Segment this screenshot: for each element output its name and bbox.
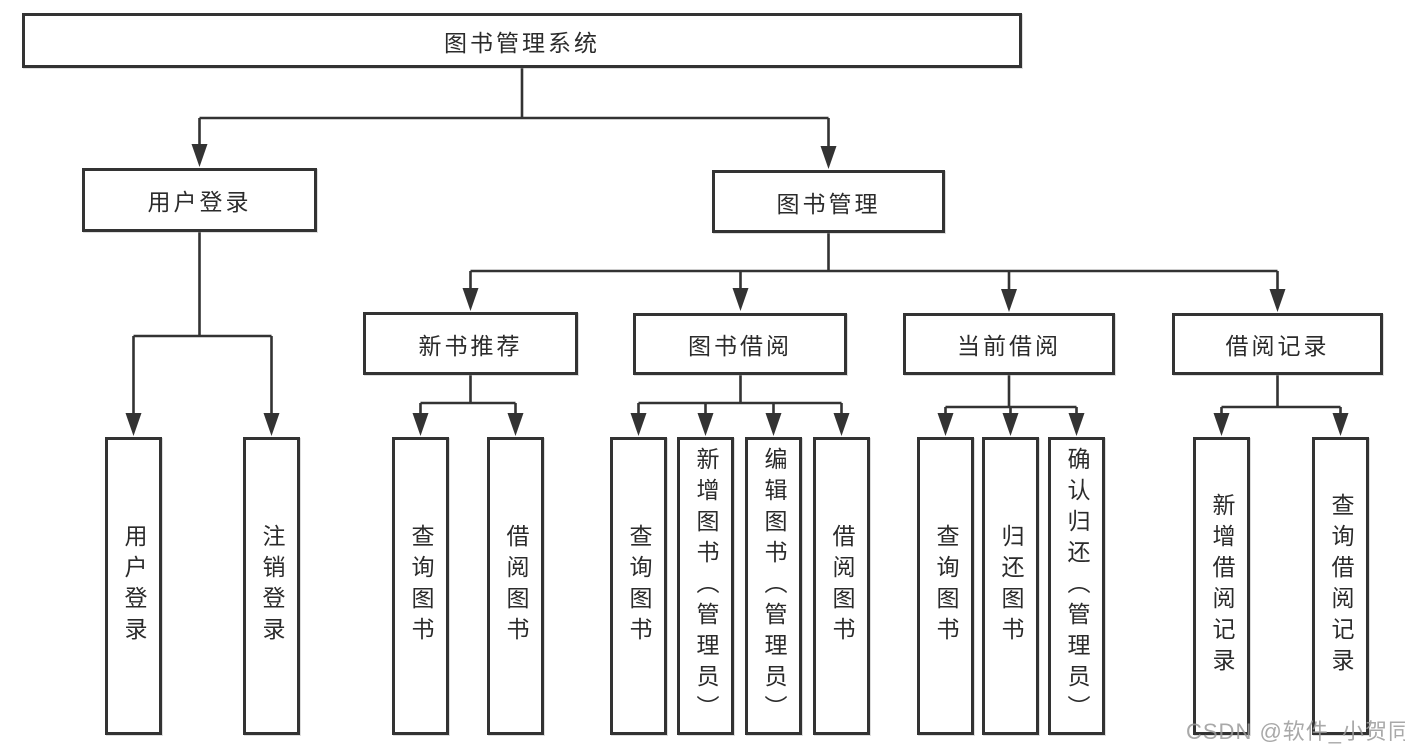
node-borrow-record-label: 借阅记录 — [1225, 333, 1330, 359]
node-new-book-recommend-label: 新书推荐 — [418, 332, 523, 359]
connector-root-to-level2 — [198, 68, 830, 150]
leaf-add-borrow-record: 新增借阅记录 — [1193, 437, 1250, 735]
leaf-add-book-admin: 新增图书（管理员） — [677, 437, 734, 735]
connector-user-login-children — [132, 232, 273, 418]
leaf-query-book-current: 查询图书 — [917, 437, 974, 735]
leaf-return-book: 归还图书 — [982, 437, 1039, 735]
leaf-borrow-book-label: 借阅图书 — [829, 524, 855, 648]
leaf-user-login: 用户登录 — [105, 437, 162, 735]
leaf-add-book-admin-label: 新增图书（管理员） — [693, 446, 719, 726]
arrowhead — [630, 413, 647, 436]
arrowhead — [1213, 413, 1230, 436]
leaf-logout: 注销登录 — [243, 437, 300, 735]
arrowhead — [937, 413, 954, 436]
leaf-query-book-recommend-label: 查询图书 — [408, 524, 434, 648]
arrowhead — [263, 413, 280, 436]
leaf-logout-label: 注销登录 — [259, 524, 285, 648]
node-book-borrow-label: 图书借阅 — [688, 333, 792, 359]
leaf-borrow-book-recommend-label: 借阅图书 — [503, 524, 529, 648]
leaf-borrow-book-recommend: 借阅图书 — [487, 437, 544, 735]
leaf-user-login-label: 用户登录 — [121, 524, 147, 648]
leaf-borrow-book: 借阅图书 — [813, 437, 870, 735]
node-root-label: 图书管理系统 — [444, 29, 600, 56]
leaf-query-book-borrow-label: 查询图书 — [626, 524, 652, 648]
leaf-confirm-return-admin: 确认归还（管理员） — [1048, 437, 1105, 735]
leaf-query-book-current-label: 查询图书 — [933, 524, 959, 648]
node-current-borrow: 当前借阅 — [903, 313, 1115, 375]
node-new-book-recommend: 新书推荐 — [363, 312, 578, 375]
arrowhead — [412, 413, 429, 436]
arrowhead — [732, 288, 749, 311]
connector-book-borrow-children — [637, 375, 843, 418]
node-user-login: 用户登录 — [82, 168, 317, 232]
csdn-watermark: CSDN @软件_小贺同学 — [1186, 719, 1405, 744]
arrowhead — [765, 413, 782, 436]
leaf-edit-book-admin-label: 编辑图书（管理员） — [761, 446, 787, 726]
leaf-add-borrow-record-label: 新增借阅记录 — [1209, 493, 1235, 679]
leaf-return-book-label: 归还图书 — [998, 524, 1024, 648]
arrowhead — [1002, 413, 1019, 436]
connector-book-mgmt-children — [469, 233, 1279, 293]
arrowhead — [125, 413, 142, 436]
node-borrow-record: 借阅记录 — [1172, 313, 1383, 375]
node-current-borrow-label: 当前借阅 — [957, 333, 1061, 359]
arrowhead — [820, 146, 837, 169]
node-book-management: 图书管理 — [712, 170, 945, 233]
arrowhead — [462, 288, 479, 311]
leaf-confirm-return-admin-label: 确认归还（管理员） — [1064, 446, 1090, 726]
node-book-management-label: 图书管理 — [776, 190, 881, 217]
arrowhead — [1001, 289, 1017, 312]
arrowhead — [1068, 413, 1085, 436]
leaf-query-book-borrow: 查询图书 — [610, 437, 667, 735]
leaf-query-book-recommend: 查询图书 — [392, 437, 449, 735]
leaf-edit-book-admin: 编辑图书（管理员） — [745, 437, 802, 735]
arrowhead — [1269, 289, 1286, 312]
connector-borrow-record-children — [1220, 375, 1342, 418]
leaf-query-borrow-record: 查询借阅记录 — [1312, 437, 1369, 735]
arrowhead — [1332, 413, 1349, 436]
connector-current-borrow-children — [944, 375, 1078, 418]
node-book-borrow: 图书借阅 — [633, 313, 847, 375]
arrowhead — [191, 144, 208, 167]
node-root: 图书管理系统 — [22, 13, 1022, 68]
leaf-query-borrow-record-label: 查询借阅记录 — [1328, 493, 1354, 679]
arrowhead — [697, 413, 714, 436]
node-user-login-label: 用户登录 — [147, 189, 252, 215]
arrowhead — [507, 413, 524, 436]
arrowhead — [833, 413, 850, 436]
connector-new-book-rec-children — [419, 375, 517, 418]
